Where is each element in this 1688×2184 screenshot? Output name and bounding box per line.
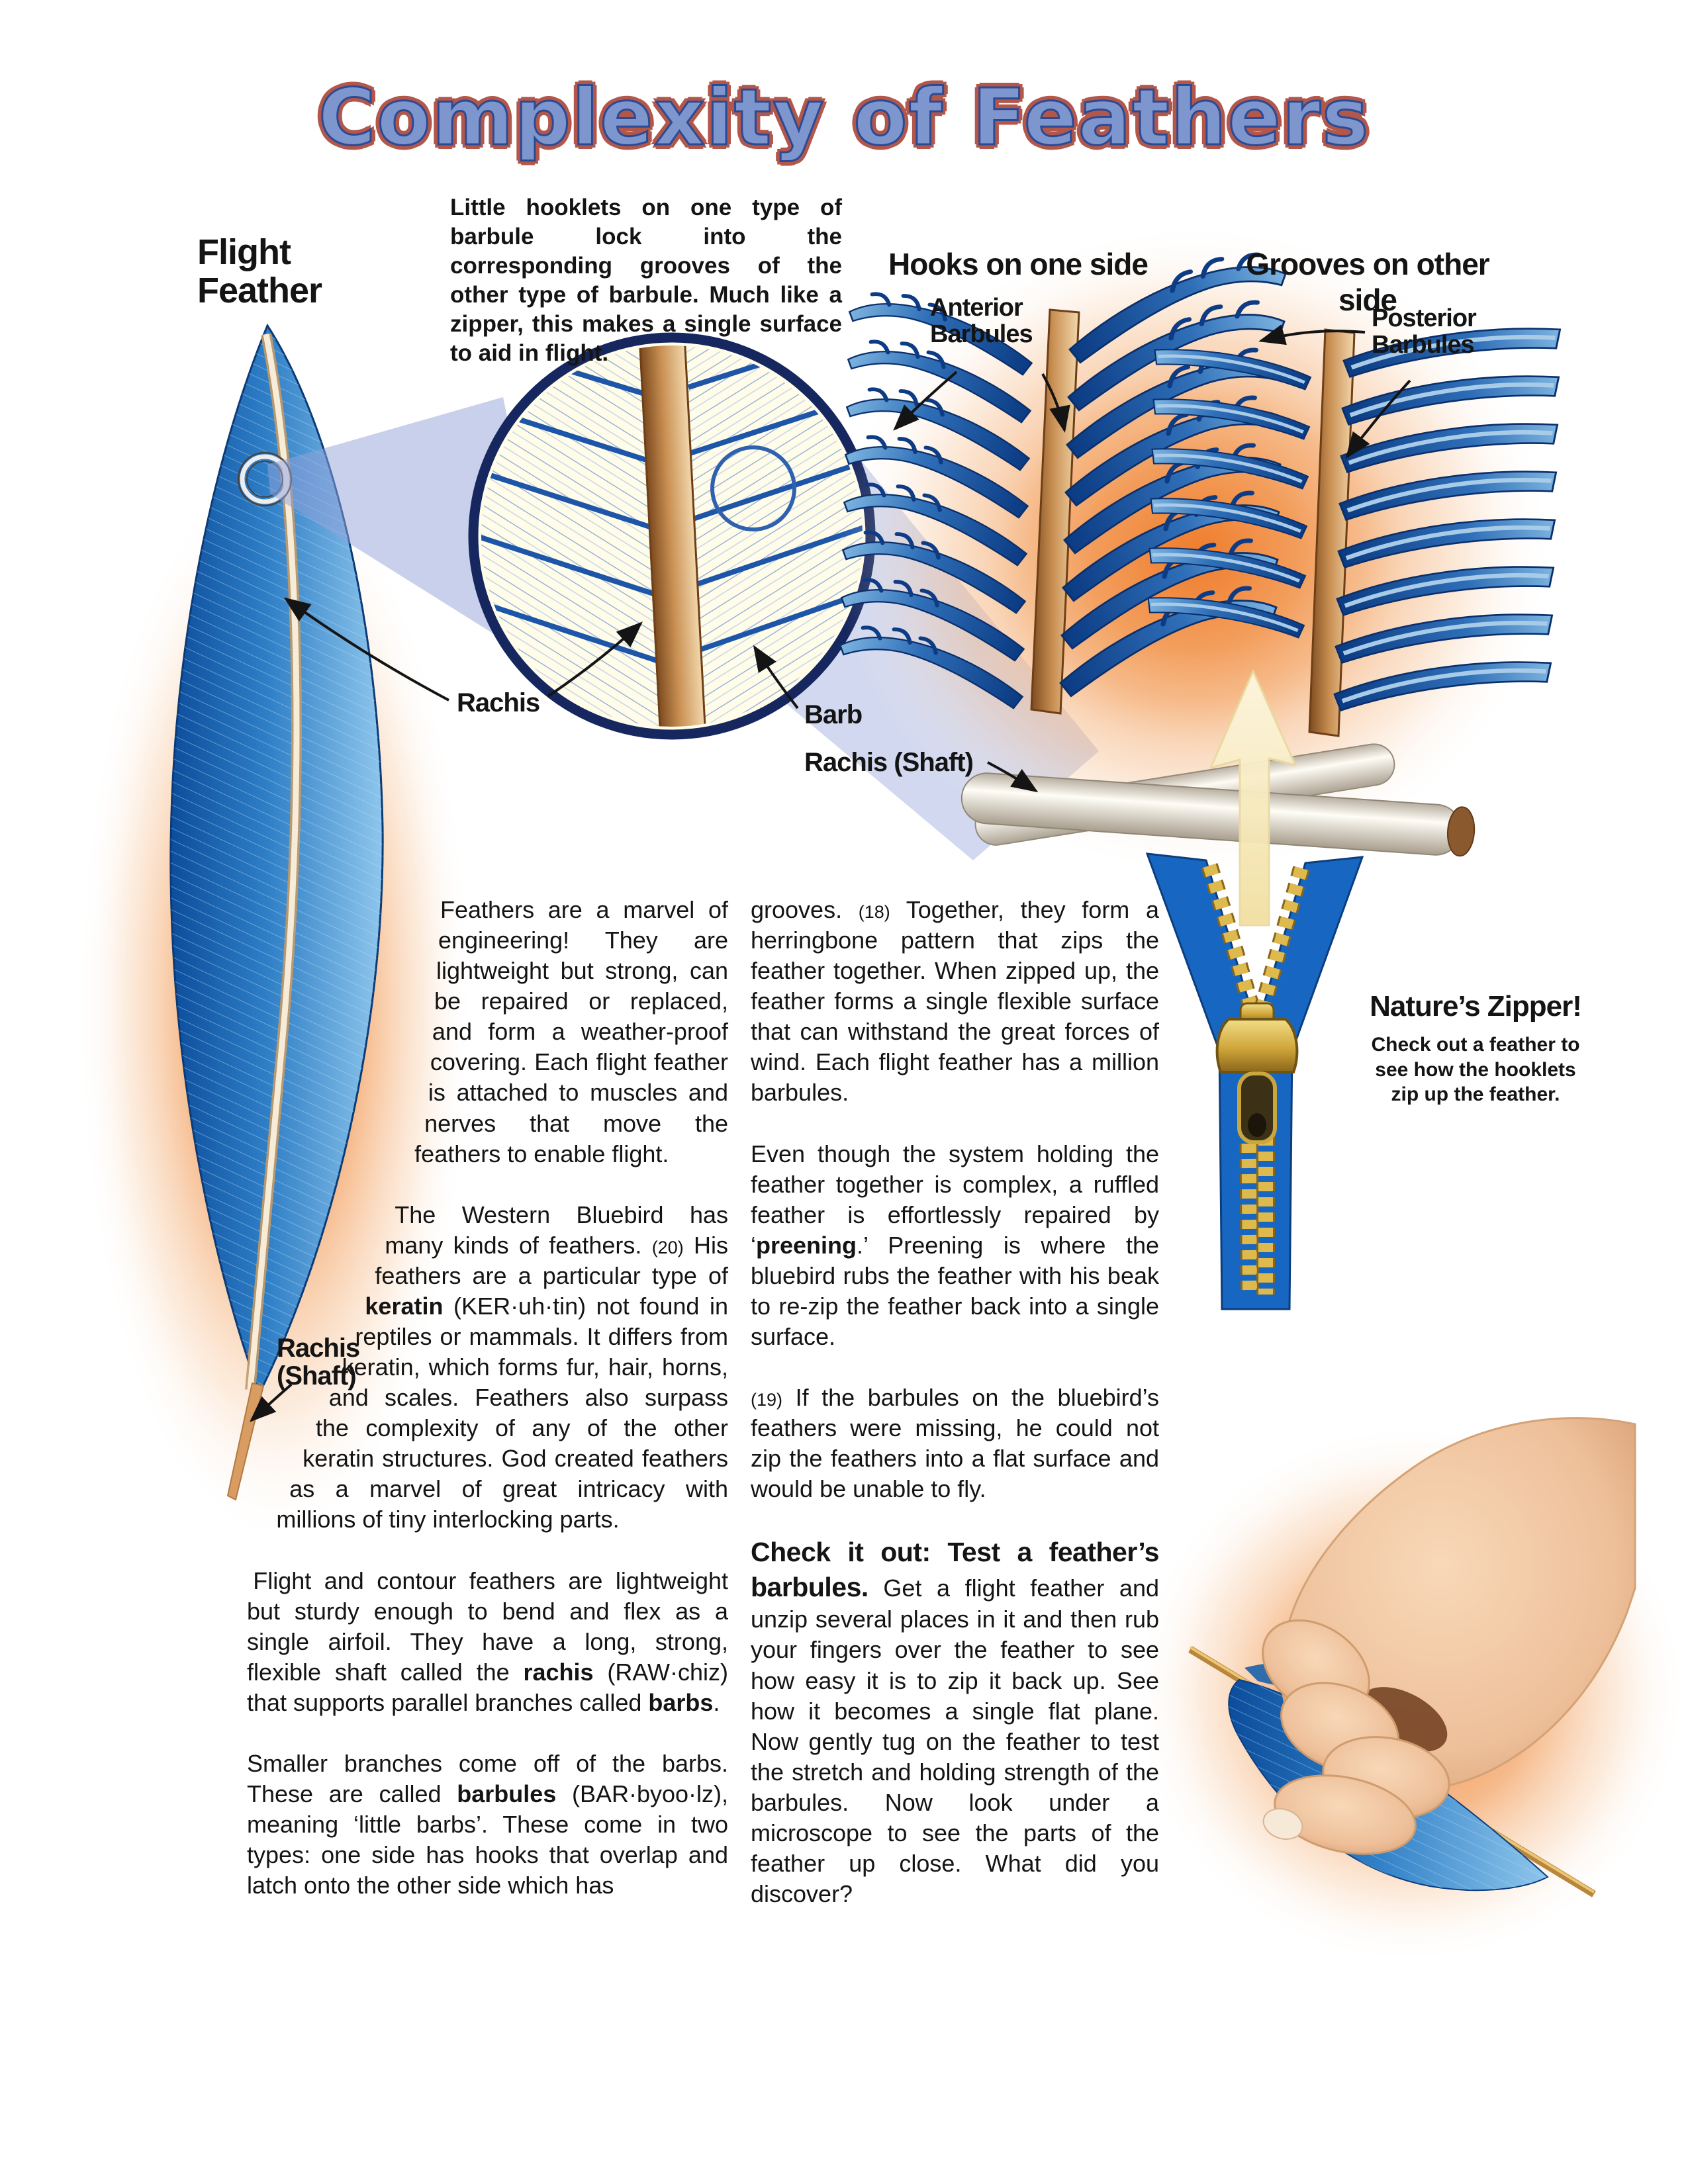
- article-column-1: Feathers are a marvel of engineering! Th…: [247, 895, 728, 1931]
- magnifier-ring-icon: [237, 451, 293, 507]
- paragraph-grooves: grooves. (18) Together, they form a herr…: [751, 896, 1159, 1107]
- paragraph-missing-barbules: (19) If the barbules on the bluebird’s f…: [751, 1384, 1159, 1503]
- hand-holding-feather: [1132, 1417, 1688, 1966]
- zipper-slider-bridge: [1239, 1002, 1275, 1024]
- hand-palm: [1280, 1417, 1636, 1792]
- beam-to-diagram: [768, 424, 1099, 860]
- light-beams: [267, 397, 1099, 860]
- feather-shaft-in-hand: [1188, 1646, 1596, 1897]
- inner-detail-ring-icon: [710, 445, 796, 531]
- lens-rachis-bar: [638, 345, 707, 727]
- zipper-pull-hole: [1248, 1113, 1266, 1137]
- check-it-out-paragraph: Check it out: Test a feather’s barbules.…: [751, 1537, 1160, 1908]
- feather-tuft: [1244, 1662, 1362, 1689]
- paragraph-preening: Even though the system holding the feath…: [751, 1140, 1159, 1351]
- label-posterior-barbules: Posterior Barbules: [1372, 304, 1477, 359]
- natures-zipper-caption: Nature’s Zipper! Check out a feather to …: [1365, 990, 1586, 1107]
- paragraph-smaller-branches: Smaller branches come off of the barbs. …: [247, 1749, 728, 1899]
- zipper-tape-right: [1254, 856, 1364, 1053]
- page-title: Complexity of Feathers: [317, 71, 1370, 164]
- finger: [1322, 1736, 1450, 1819]
- feather-shaft-highlight: [1189, 1646, 1595, 1893]
- barbule-mesh-right: [685, 345, 863, 727]
- posterior-barb-shaft: [1308, 328, 1356, 737]
- zipper-pull-tab: [1237, 1071, 1277, 1144]
- zipper-tape-left: [1145, 852, 1260, 1053]
- posterior-barbules-inner: [1144, 330, 1311, 657]
- label-barb: Barb: [804, 700, 863, 729]
- magnified-view: [468, 332, 876, 740]
- label-anterior-barbules: Anterior Barbules: [930, 294, 1033, 348]
- thumbnail: [1262, 1808, 1303, 1840]
- zip-direction-arrow: [1209, 670, 1297, 927]
- orange-glow-core: [957, 344, 1433, 768]
- anterior-barb-shaft: [1030, 308, 1080, 715]
- article-column-2: grooves. (18) Together, they form a herr…: [751, 895, 1160, 1940]
- zipper-illustration: [1145, 852, 1364, 1310]
- feather-vane-in-hand: [1228, 1678, 1549, 1891]
- orange-glow: [1132, 1423, 1688, 1966]
- natures-zipper-text: Check out a feather to see how the hookl…: [1371, 1034, 1580, 1105]
- label-rachis: Rachis: [457, 688, 540, 717]
- label-rachis-shaft: Rachis (Shaft): [804, 748, 974, 777]
- rachis-shaft-cylinder: [961, 743, 1476, 857]
- paragraph-flight-contour: Flight and contour feathers are lightwei…: [247, 1567, 728, 1716]
- feather-vane-texture: [1229, 1680, 1548, 1891]
- beam-to-lens: [267, 397, 559, 675]
- intro-caption: Little hooklets on one type of barbule l…: [450, 195, 842, 367]
- thumb: [1274, 1774, 1417, 1855]
- label-flight-feather: Flight Feather: [197, 232, 322, 311]
- barbs-left: [481, 345, 662, 664]
- zipper-tape-closed: [1218, 1046, 1293, 1310]
- posterior-barbules-grooves: [1334, 302, 1564, 736]
- barbule-mesh-left: [481, 345, 659, 727]
- finger: [1262, 1619, 1370, 1717]
- paragraph-feathers-marvel: Feathers are a marvel of engineering! Th…: [414, 896, 728, 1167]
- heading-hooks-on-one-side: Hooks on one side: [888, 247, 1149, 281]
- zipper-teeth: [1201, 863, 1310, 1295]
- barbs-right: [687, 345, 863, 655]
- finger: [1280, 1682, 1399, 1773]
- natures-zipper-heading: Nature’s Zipper!: [1370, 990, 1582, 1023]
- finger-shadow: [1359, 1687, 1448, 1752]
- zipper-slider: [1215, 1018, 1299, 1073]
